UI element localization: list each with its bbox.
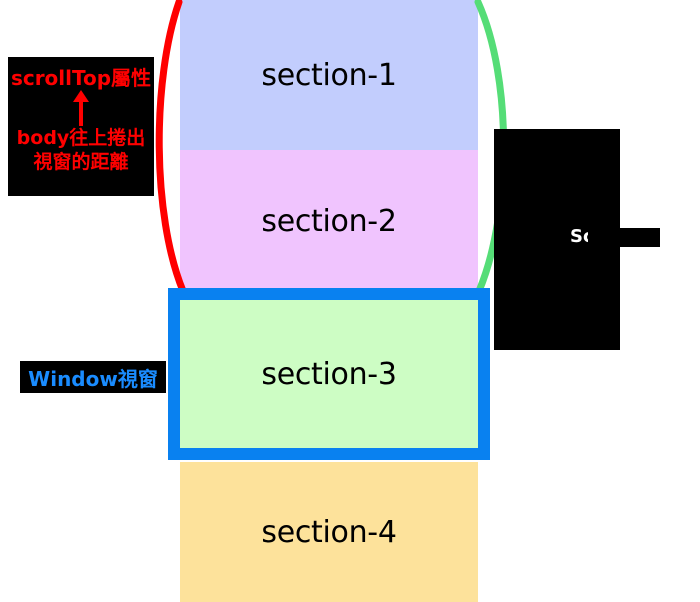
scrolltop-callout-line-3: 視窗的距離 <box>33 151 129 173</box>
window-callout: Window視窗 <box>20 361 166 393</box>
section-block-4[interactable]: section-4 <box>180 462 478 602</box>
window-callout-label: Window視窗 <box>28 366 158 391</box>
section-block-3[interactable]: section-3 <box>180 300 478 448</box>
scrolltop-callout: scrollTop屬性 body往上捲出 視窗的距離 <box>8 57 154 196</box>
section-label: section-2 <box>261 203 397 239</box>
section-label: section-3 <box>261 356 397 392</box>
section-block-2[interactable]: section-2 <box>180 150 478 292</box>
scrollheight-label-occluder <box>588 228 660 247</box>
up-arrow-icon <box>8 90 154 126</box>
section-label: section-1 <box>261 57 397 93</box>
scrolltop-callout-line-1: scrollTop屬性 <box>10 66 152 90</box>
scrolltop-callout-line-2: body往上捲出 <box>16 127 146 149</box>
section-label: section-4 <box>261 514 397 550</box>
section-block-1[interactable]: section-1 <box>180 0 478 150</box>
